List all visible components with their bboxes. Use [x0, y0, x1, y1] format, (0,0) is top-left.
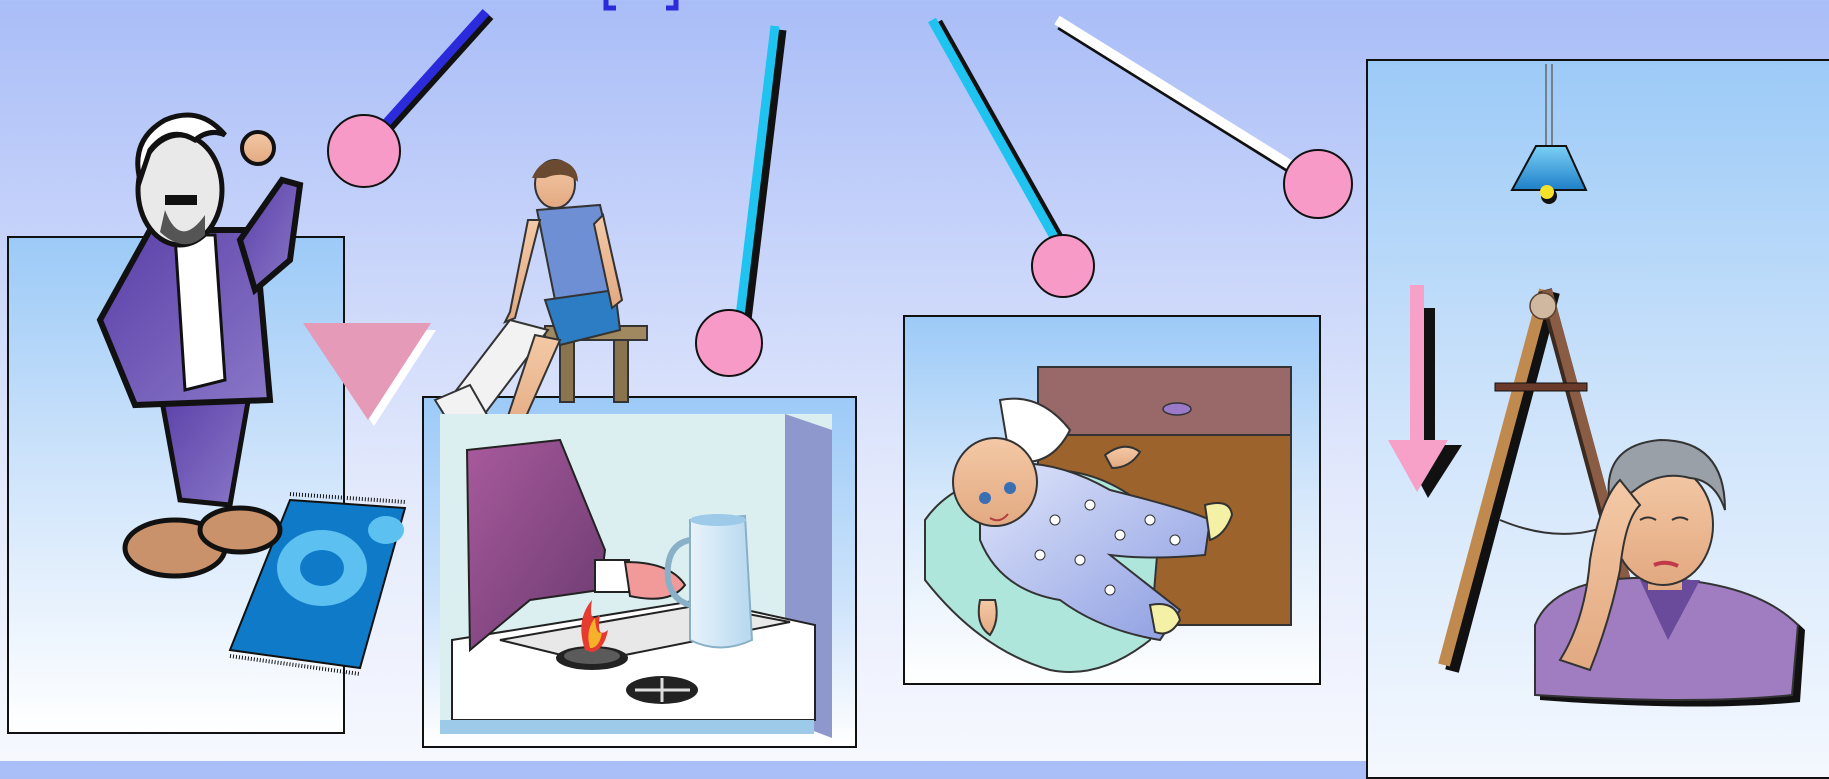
pointer-1	[328, 12, 490, 187]
pointer-dot	[696, 310, 762, 376]
bracket-icon	[606, 0, 676, 8]
pitcher-icon	[690, 516, 752, 648]
slide-canvas	[0, 0, 1829, 761]
pointer-2	[696, 26, 782, 376]
pink-triangle-icon	[303, 323, 436, 426]
drawer-knob-icon	[1163, 403, 1191, 415]
pointer-3	[932, 20, 1094, 297]
illustration-layer	[0, 0, 1829, 761]
pointer-dot	[1032, 235, 1094, 297]
ceiling-lamp-icon	[1512, 64, 1586, 204]
boy-with-cast-figure	[435, 160, 647, 440]
pointer-dot	[328, 115, 400, 187]
baby-dresser-scene	[925, 367, 1291, 672]
falling-arrow-icon	[1388, 285, 1462, 498]
pointer-4	[1057, 20, 1352, 218]
stove-scene	[440, 414, 832, 738]
pointer-dot	[1284, 150, 1352, 218]
woman-headache-figure	[1535, 440, 1805, 707]
